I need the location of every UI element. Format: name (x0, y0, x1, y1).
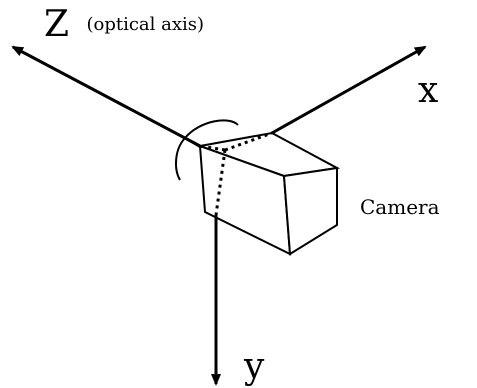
z-axis-label: Z (optical axis) (44, 4, 204, 45)
z-axis-letter: Z (44, 4, 69, 45)
z-axis-note: (optical axis) (86, 14, 204, 35)
camera-label: Camera (360, 195, 440, 219)
camera-body (196, 131, 341, 256)
x-axis-line (271, 45, 427, 135)
z-axis-line (11, 45, 201, 148)
y-axis-label: y (243, 346, 265, 387)
hidden-axis-segments (199, 131, 273, 216)
x-axis-label: x (418, 70, 438, 111)
